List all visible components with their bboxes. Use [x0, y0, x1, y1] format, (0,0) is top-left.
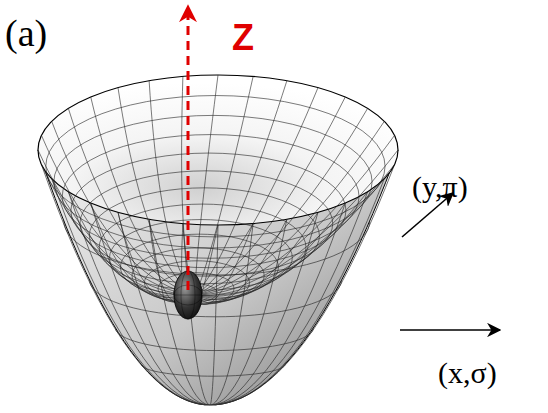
bowl-interior: [38, 75, 398, 305]
z-axis-arrow: [187, 6, 190, 290]
axis-label: (y,π): [412, 172, 468, 202]
ellipsoid-mesh: [174, 271, 202, 319]
axis-label: Z: [232, 20, 254, 56]
panel-label: (a): [5, 14, 47, 52]
ellipsoid: [174, 271, 202, 319]
axis-label: (x,σ): [438, 358, 497, 388]
x-axis-arrow: [400, 329, 500, 331]
